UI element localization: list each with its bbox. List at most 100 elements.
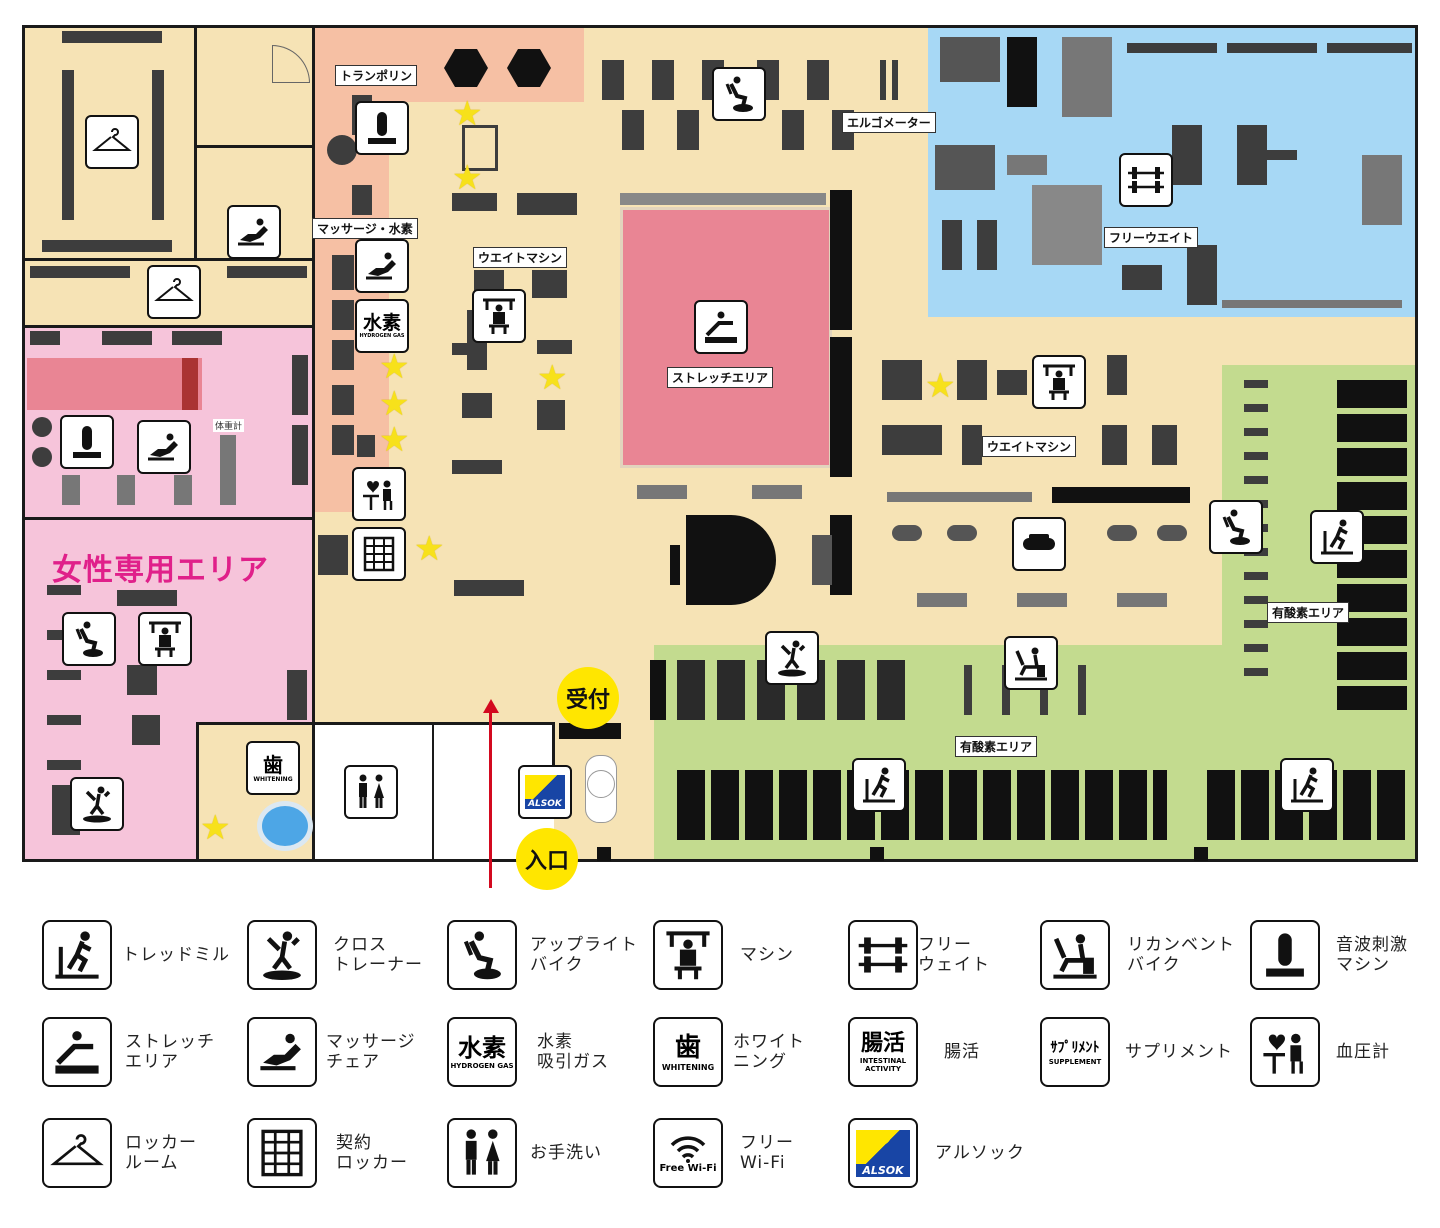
legend-label: クロス トレーナー	[333, 935, 423, 975]
locker-room-icon	[42, 1118, 112, 1188]
sonic-machine-icon	[355, 101, 409, 155]
supplement-small-text: SUPPLEMENT	[1048, 1058, 1102, 1066]
hydrogen-big-text: 水素	[458, 1034, 506, 1062]
label-stretch-area: ストレッチエリア	[667, 367, 774, 388]
alsok-small-text: ALSOK	[856, 1163, 910, 1177]
trampoline-left	[444, 49, 488, 87]
legend-label: アップライト バイク	[530, 935, 638, 975]
label-ergometer: エルゴメーター	[842, 112, 936, 133]
wifi-icon: Free Wi-Fi	[653, 1118, 723, 1188]
legend-label: 腸活	[944, 1042, 980, 1062]
alsok-text: ALSOK	[525, 799, 565, 809]
legend-label: 血圧計	[1336, 1042, 1390, 1062]
grand-piano	[686, 515, 776, 605]
machine-icon	[1032, 355, 1086, 409]
label-trampoline: トランポリン	[335, 65, 418, 86]
legend-label: お手洗い	[530, 1143, 602, 1163]
cross-trainer-icon	[247, 920, 317, 990]
legend-label: ロッカー ルーム	[125, 1133, 197, 1173]
star-marker: ★	[379, 384, 410, 424]
cross-trainer-icon	[765, 631, 819, 685]
upright-bike-icon	[712, 67, 766, 121]
alsok-icon: ALSOK	[848, 1118, 918, 1188]
whitening-small-text: WHITENING	[253, 775, 293, 783]
sonic-machine-icon	[1250, 920, 1320, 990]
machine-icon	[472, 289, 526, 343]
legend-label: マッサージ チェア	[326, 1032, 416, 1072]
legend: トレッドミル クロス トレーナー アップライト バイク マシン フリー ウェイト…	[0, 915, 1440, 1205]
label-scale: 体重計	[213, 419, 245, 432]
label-cardio-area-right: 有酸素エリア	[1267, 602, 1350, 623]
recumbent-bike-icon	[1004, 636, 1058, 690]
blood-pressure-icon	[1250, 1017, 1320, 1087]
restroom-icon	[344, 765, 398, 819]
hydrogen-icon: 水素 HYDROGEN GAS	[447, 1017, 517, 1087]
machine-icon	[653, 920, 723, 990]
label-weight-machine-2: ウエイトマシン	[982, 436, 1077, 457]
treadmill-icon	[852, 758, 906, 812]
contract-locker-icon	[247, 1118, 317, 1188]
label-weight-machine-1: ウエイトマシン	[473, 247, 568, 268]
hydrogen-small-text: HYDROGEN GAS	[359, 333, 405, 339]
legend-label: 水素 吸引ガス	[537, 1032, 609, 1072]
hydrogen-small-text: HYDROGEN GAS	[450, 1062, 514, 1070]
stretch-area-icon	[694, 300, 748, 354]
machine-icon	[138, 612, 192, 666]
treadmill-icon	[42, 920, 112, 990]
star-marker: ★	[379, 347, 410, 387]
entrance-badge: 入口	[516, 828, 578, 890]
whitening-icon: 歯 WHITENING	[653, 1017, 723, 1087]
legend-label: 契約 ロッカー	[336, 1133, 408, 1173]
star-marker: ★	[414, 529, 445, 569]
upright-bike-icon	[1209, 500, 1263, 554]
free-weight-icon	[848, 920, 918, 990]
sonic-machine-icon	[60, 415, 114, 469]
massage-chair-icon	[247, 1017, 317, 1087]
legend-label: フリー ウェイト	[918, 935, 990, 975]
intestinal-big-text: 腸活	[860, 1031, 905, 1056]
massage-chair-icon	[355, 239, 409, 293]
hydrogen-icon: 水素 HYDROGEN GAS	[355, 299, 409, 353]
blood-pressure-icon	[352, 467, 406, 521]
hydrogen-big-text: 水素	[362, 312, 401, 334]
legend-label: リカンベント バイク	[1127, 935, 1235, 975]
treadmill-row-bottom	[677, 770, 1167, 840]
reception-badge: 受付	[557, 667, 619, 729]
free-weight-icon	[1119, 153, 1173, 207]
stretch-area-icon	[42, 1017, 112, 1087]
label-cardio-area-bottom: 有酸素エリア	[955, 736, 1038, 757]
restroom-icon	[447, 1118, 517, 1188]
supplement-icon: ｻﾌﾟﾘﾒﾝﾄ SUPPLEMENT	[1040, 1017, 1110, 1087]
star-marker: ★	[452, 158, 483, 198]
supplement-big-text: ｻﾌﾟﾘﾒﾝﾄ	[1050, 1040, 1100, 1056]
alsok-icon: ALSOK	[518, 765, 572, 819]
recumbent-bike-icon	[1040, 920, 1110, 990]
legend-label: 音波刺激 マシン	[1336, 935, 1408, 975]
locker-room-icon	[147, 265, 201, 319]
intestinal-small-text: INTESTINAL ACTIVITY	[859, 1057, 907, 1073]
entrance-arrow	[489, 710, 492, 888]
cross-trainer-icon	[70, 777, 124, 831]
whitening-small-text: WHITENING	[661, 1062, 715, 1072]
upright-bike-icon	[62, 612, 116, 666]
label-free-weight: フリーウエイト	[1104, 227, 1199, 248]
wifi-small-text: Free Wi-Fi	[659, 1162, 717, 1174]
legend-label: ホワイト ニング	[733, 1032, 805, 1072]
treadmill-icon	[1310, 510, 1364, 564]
star-marker: ★	[379, 420, 410, 460]
whitening-icon: 歯 WHITENING	[246, 741, 300, 795]
contract-locker-icon	[352, 527, 406, 581]
star-marker: ★	[452, 94, 483, 134]
star-marker: ★	[537, 358, 568, 398]
legend-label: アルソック	[935, 1143, 1025, 1163]
whitening-big-text: 歯	[674, 1032, 701, 1063]
intestinal-icon: 腸活 INTESTINAL ACTIVITY	[848, 1017, 918, 1087]
legend-label: トレッドミル	[122, 945, 230, 965]
label-women-area: 女性専用エリア	[52, 553, 269, 588]
star-marker: ★	[925, 366, 956, 406]
floor-map: 水素 HYDROGEN GAS	[22, 25, 1418, 890]
locker-room-icon	[85, 115, 139, 169]
massage-chair-icon	[137, 420, 191, 474]
intestinal-machine-icon	[1012, 517, 1066, 571]
legend-label: ストレッチ エリア	[125, 1032, 215, 1072]
